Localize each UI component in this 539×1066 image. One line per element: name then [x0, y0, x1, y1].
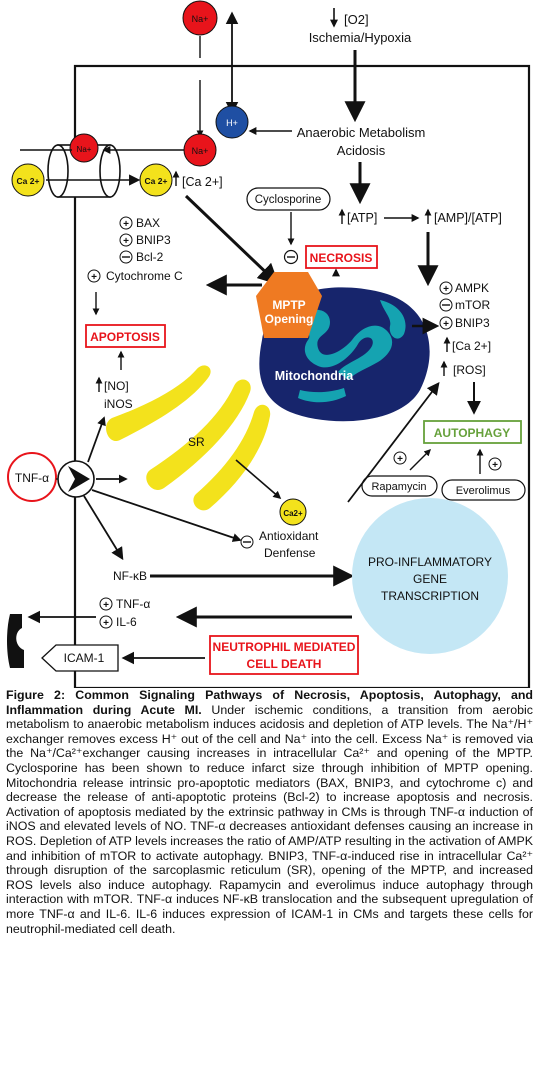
h-ion: [215, 105, 249, 139]
svg-text:+: +: [103, 618, 109, 629]
cytochrome-label: Cytochrome C: [106, 269, 183, 283]
nfkb-label: NF-κB: [113, 569, 147, 583]
everolimus-label: Everolimus: [456, 485, 511, 497]
atp-label: [ATP]: [347, 211, 377, 225]
ampk-label: AMPK: [455, 281, 489, 295]
antioxidant-label-line1: Antioxidant: [259, 529, 319, 543]
tnf-out-label: TNF-α: [116, 597, 150, 611]
svg-text:+: +: [91, 272, 97, 283]
ca-right-label: [Ca 2+]: [452, 339, 491, 353]
autophagy-label: AUTOPHAGY: [434, 426, 510, 440]
antioxidant-label-line2: Denfense: [264, 546, 316, 560]
svg-text:+: +: [123, 219, 129, 230]
na-ion-top: [182, 0, 218, 36]
bcl2-label: Bcl-2: [136, 250, 164, 264]
svg-text:+: +: [443, 284, 449, 295]
bnip3-right-label: BNIP3: [455, 316, 490, 330]
sr-label: SR: [188, 435, 205, 449]
tnf-alpha-circle: [7, 452, 57, 502]
proinflam-label-line3: TRANSCRIPTION: [381, 589, 479, 603]
caption-text: Under ischemic conditions, a transition …: [6, 702, 533, 936]
neutrophil-box: [209, 635, 359, 675]
ca-ion-sr: [279, 498, 307, 526]
mptp-opening-shape: [256, 272, 322, 338]
no-label: [NO]: [104, 379, 129, 393]
apoptosis-label: APOPTOSIS: [90, 330, 160, 344]
svg-text:+: +: [123, 236, 129, 247]
tnf-alpha-label: TNF-α: [15, 471, 49, 485]
ca-ion-inside-label: Ca 2+: [145, 176, 168, 186]
svg-text:+: +: [397, 454, 403, 465]
necrosis-box: [305, 245, 378, 269]
na-ion-inner-label: Na+: [192, 146, 209, 156]
signaling-pathway-diagram: Na+ H+ Na+ Na+ Ca 2+ Ca 2+ [Ca 2+] [O2] …: [7, 0, 531, 688]
cell-membrane: [73, 64, 531, 688]
sarcoplasmic-reticulum: [106, 365, 271, 511]
pro-inflammatory-bubble: [352, 498, 508, 654]
everolimus-box: [441, 479, 526, 501]
rapamycin-box: [361, 475, 438, 497]
rapamycin-label: Rapamycin: [371, 481, 426, 493]
ca-rise-label: [Ca 2+]: [182, 175, 223, 189]
mptp-label-line1: MPTP: [272, 298, 305, 312]
autophagy-box: [423, 420, 522, 444]
na-ion-top-label: Na+: [192, 14, 209, 24]
mptp-label-line2: Opening: [265, 312, 314, 326]
neutrophil-receptor-icon: [7, 614, 24, 668]
mitochondria-label: Mitochondria: [275, 369, 355, 383]
necrosis-label: NECROSIS: [310, 251, 373, 265]
ca-ion-inside: [139, 163, 173, 197]
apoptosis-box: [85, 324, 166, 348]
svg-text:+: +: [443, 319, 449, 330]
tnf-receptor-chevron-icon: [68, 466, 90, 492]
neutrophil-label-line1: NEUTROPHIL MEDIATED: [213, 640, 356, 654]
o2-label: [O2]: [344, 12, 369, 27]
proinflam-label-line2: GENE: [413, 572, 447, 586]
mtor-label: mTOR: [455, 298, 490, 312]
ca-ion-sr-label: Ca2+: [283, 509, 303, 518]
cyclosporine-box: [246, 187, 331, 211]
figure-caption: Figure 2: Common Signaling Pathways of N…: [6, 688, 533, 936]
anaerobic-label: Anaerobic Metabolism: [297, 125, 426, 140]
caption-title: Figure 2: Common Signaling Pathways of N…: [6, 688, 533, 717]
acidosis-label: Acidosis: [337, 143, 386, 158]
h-ion-label: H+: [226, 118, 238, 128]
neutrophil-label-line2: CELL DEATH: [247, 657, 322, 671]
na-ion-exchanger-label: Na+: [77, 145, 92, 154]
ca-ion-outside-label: Ca 2+: [17, 176, 40, 186]
svg-text:+: +: [492, 460, 498, 471]
ca-ion-outside: [11, 163, 45, 197]
il6-label: IL-6: [116, 615, 137, 629]
icam-box: [41, 644, 119, 672]
amp-atp-label: [AMP]/[ATP]: [434, 211, 502, 225]
bnip3-left-label: BNIP3: [136, 233, 171, 247]
proinflam-label-line1: PRO-INFLAMMATORY: [368, 555, 492, 569]
svg-text:+: +: [103, 600, 109, 611]
cyclosporine-label: Cyclosporine: [255, 194, 321, 206]
icam-label: ICAM-1: [64, 651, 105, 665]
na-ion-exchanger: [69, 133, 99, 163]
ischemia-label: Ischemia/Hypoxia: [309, 30, 412, 45]
inos-label: iNOS: [104, 397, 133, 411]
ros-label: [ROS]: [453, 363, 486, 377]
bax-label: BAX: [136, 216, 160, 230]
